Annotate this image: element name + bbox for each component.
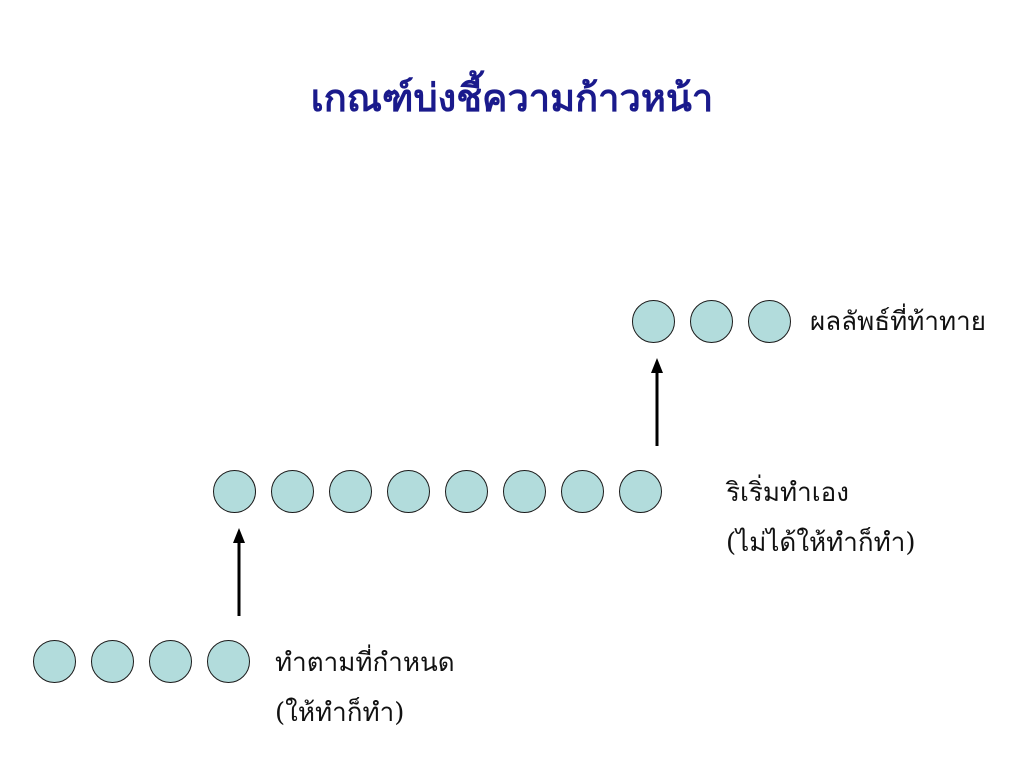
- progress-dot: [271, 470, 314, 513]
- label-bottom: ทำตามที่กำหนด (ให้ทำก็ทำ): [275, 638, 455, 738]
- label-top-line-1: ผลลัพธ์ที่ท้าทาย: [810, 307, 986, 337]
- progress-dot: [503, 470, 546, 513]
- progress-dot: [213, 470, 256, 513]
- label-middle-line-2: (ไม่ได้ให้ทำก็ทำ): [726, 528, 916, 558]
- arrow-up-icon: [233, 528, 245, 616]
- dot-row-bottom: [33, 640, 250, 683]
- progress-dot: [329, 470, 372, 513]
- progress-dot: [748, 300, 791, 343]
- label-middle-line-1: ริเริ่มทำเอง: [726, 478, 849, 508]
- dot-row-middle: [213, 470, 662, 513]
- progress-dot: [207, 640, 250, 683]
- label-bottom-line-1: ทำตามที่กำหนด: [275, 648, 455, 678]
- progress-dot: [387, 470, 430, 513]
- label-middle: ริเริ่มทำเอง (ไม่ได้ให้ทำก็ทำ): [726, 468, 916, 568]
- slide-title: เกณฑ์บ่งชี้ความก้าวหน้า: [310, 75, 714, 120]
- progress-dot: [619, 470, 662, 513]
- progress-dot: [149, 640, 192, 683]
- dot-row-top: [632, 300, 791, 343]
- progress-dot: [445, 470, 488, 513]
- label-bottom-line-2: (ให้ทำก็ทำ): [275, 698, 405, 728]
- label-top: ผลลัพธ์ที่ท้าทาย: [810, 297, 986, 347]
- progress-dot: [33, 640, 76, 683]
- progress-dot: [690, 300, 733, 343]
- progress-dot: [632, 300, 675, 343]
- arrow-up-icon: [651, 358, 663, 446]
- progress-dot: [561, 470, 604, 513]
- progress-dot: [91, 640, 134, 683]
